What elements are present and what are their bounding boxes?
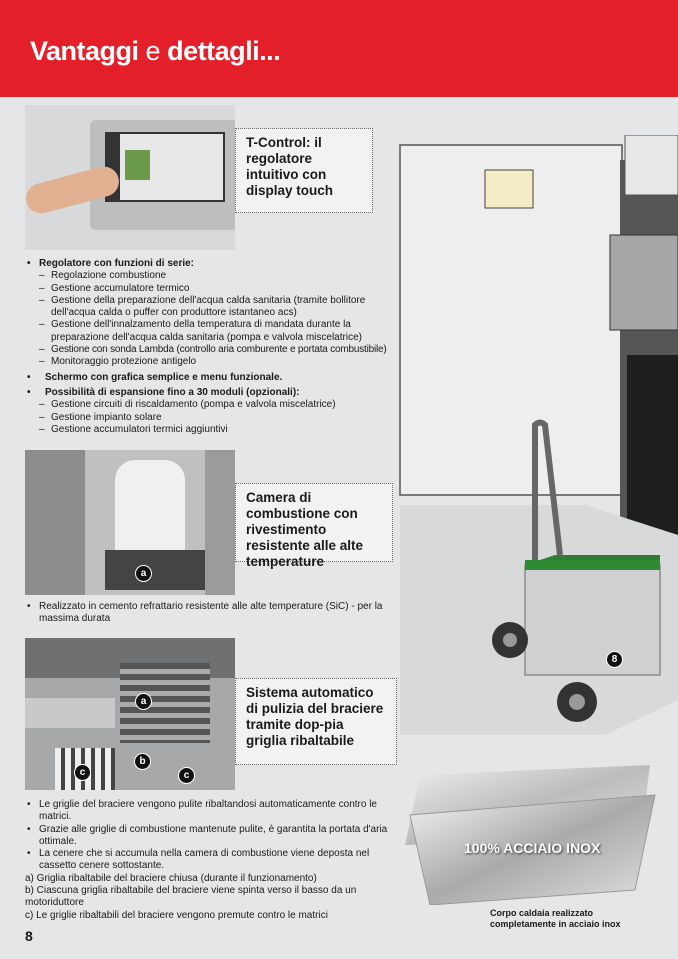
feature-item: Gestione impianto solare: [25, 412, 405, 425]
feature-item: Gestione accumulatore termico: [25, 283, 405, 296]
combustion-chamber-callout: Camera di combustione con rivestimento r…: [235, 483, 393, 569]
plate-label: 100% ACCIAIO INOX: [464, 840, 601, 856]
title-part: dettagli...: [167, 36, 281, 66]
label-badge: 8: [606, 651, 623, 668]
title-part: e: [145, 36, 161, 66]
grate-cleaning-photo: [25, 638, 235, 790]
bullet: La cenere che si accumula nella camera d…: [25, 848, 395, 873]
feature-heading: Regolatore con funzioni di serie:: [25, 258, 405, 271]
bullet: Realizzato in cemento refrattario resist…: [25, 601, 395, 626]
label-badge: c: [178, 767, 195, 784]
grate-cleaning-text: Le griglie del braciere vengono pulite r…: [25, 799, 395, 922]
feature-item: Monitoraggio protezione antigelo: [25, 356, 405, 369]
feature-item: Gestione circuiti di riscaldamento (pomp…: [25, 399, 405, 412]
feature-item: Gestione della preparazione dell'acqua c…: [25, 295, 405, 320]
title-part: Vantaggi: [30, 36, 139, 66]
feature-item: Gestione accumulatori termici aggiuntivi: [25, 424, 405, 437]
page-header: Vantaggi e dettagli...: [0, 0, 678, 97]
bullet: Le griglie del braciere vengono pulite r…: [25, 799, 395, 824]
label-badge: b: [134, 753, 151, 770]
bullet: Grazie alle griglie di combustione mante…: [25, 824, 395, 849]
page-title: Vantaggi e dettagli...: [30, 36, 281, 67]
feature-item: Regolazione combustione: [25, 270, 405, 283]
note: a) Griglia ribaltabile del braciere chiu…: [25, 872, 317, 884]
feature-item: Gestione dell'innalzamento della tempera…: [25, 319, 405, 344]
note: b) Ciascuna griglia ribaltabile del brac…: [25, 885, 357, 909]
t-control-callout: T-Control: il regolatore intuitivo con d…: [235, 128, 373, 213]
note: c) Le griglie ribaltabili del braciere v…: [25, 909, 328, 921]
boiler-illustration: [399, 135, 678, 735]
t-control-features: Regolatore con funzioni di serie: Regola…: [25, 258, 405, 436]
plate-caption: Corpo caldaia realizzato completamente i…: [490, 908, 621, 929]
label-badge: c: [74, 764, 91, 781]
combustion-chamber-photo: [25, 450, 235, 595]
grate-cleaning-callout: Sistema automatico di pulizia del bracie…: [235, 678, 397, 765]
steel-plate-graphic: 100% ACCIAIO INOX: [400, 765, 656, 905]
t-control-photo: [25, 105, 235, 250]
feature-heading: Possibilità di espansione fino a 30 modu…: [25, 387, 405, 400]
page-number: 8: [25, 928, 33, 944]
feature-item: Gestione con sonda Lambda (controllo ari…: [25, 344, 405, 357]
label-badge: a: [135, 565, 152, 582]
feature-heading: Schermo con grafica semplice e menu funz…: [25, 372, 405, 385]
label-badge: a: [135, 693, 152, 710]
combustion-chamber-text: Realizzato in cemento refrattario resist…: [25, 601, 395, 626]
